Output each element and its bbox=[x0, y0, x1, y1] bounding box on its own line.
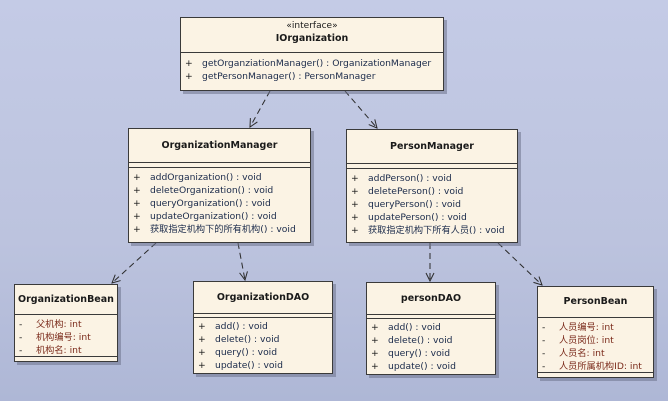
operations-compartment: +add() : void +delete() : void +query() … bbox=[194, 317, 332, 372]
operation-row: +addOrganization() : void bbox=[133, 172, 262, 183]
attribute-row: -人员编号: int bbox=[542, 322, 614, 333]
class-person-manager[interactable]: PersonManager +addPerson() : void +delet… bbox=[346, 129, 518, 243]
operation-row: +add() : void bbox=[198, 321, 268, 332]
operations-compartment: +addPerson() : void +deletePerson() : vo… bbox=[347, 168, 517, 237]
attribute-row: -父机构: int bbox=[19, 319, 82, 330]
operation-row: +获取指定机构下的所有机构() : void bbox=[133, 224, 296, 235]
attribute-row: -人员岗位: int bbox=[542, 335, 614, 346]
class-header: OrganizationDAO bbox=[194, 282, 332, 313]
attribute-row: -人员名: int bbox=[542, 348, 605, 359]
operation-row: +add() : void bbox=[371, 322, 441, 333]
operation-row: +getPersonManager() : PersonManager bbox=[185, 71, 376, 82]
class-name: PersonManager bbox=[389, 141, 474, 152]
attribute-row: -人员所属机构ID: int bbox=[542, 361, 642, 372]
class-name: OrganizationManager bbox=[161, 140, 278, 151]
operation-row: +query() : void bbox=[198, 347, 278, 358]
dependency-organizationmanager-to-organizationbean bbox=[112, 242, 157, 283]
class-name: IOrganization bbox=[275, 33, 349, 44]
operation-row: +deleteOrganization() : void bbox=[133, 185, 274, 196]
attribute-row: -机构编号: int bbox=[19, 332, 91, 343]
operation-row: +获取指定机构下所有人员() : void bbox=[351, 225, 505, 236]
operation-row: +getOrganziationManager() : Organization… bbox=[185, 58, 432, 69]
dependency-iorganization-to-personmanager bbox=[344, 90, 377, 128]
operations-compartment: +addOrganization() : void +deleteOrganiz… bbox=[129, 167, 310, 236]
class-name: personDAO bbox=[400, 293, 462, 304]
class-header: PersonBean bbox=[538, 287, 653, 317]
operation-row: +query() : void bbox=[371, 348, 451, 359]
class-organization-dao[interactable]: OrganizationDAO +add() : void +delete() … bbox=[193, 281, 333, 374]
class-iorganization[interactable]: «interface» IOrganization +getOrganziati… bbox=[180, 17, 444, 91]
operations-compartment: +getOrganziationManager() : Organization… bbox=[181, 52, 443, 83]
class-name: OrganizationBean bbox=[18, 294, 114, 305]
operation-row: +updateOrganization() : void bbox=[133, 211, 277, 222]
class-name: OrganizationDAO bbox=[216, 292, 310, 303]
class-person-bean[interactable]: PersonBean -人员编号: int -人员岗位: int -人员名: i… bbox=[537, 286, 654, 378]
class-organization-manager[interactable]: OrganizationManager +addOrganization() :… bbox=[128, 128, 311, 243]
operation-row: +queryPerson() : void bbox=[351, 199, 461, 210]
class-organization-bean[interactable]: OrganizationBean -父机构: int -机构编号: int -机… bbox=[14, 284, 118, 362]
class-person-dao[interactable]: personDAO +add() : void +delete() : void… bbox=[366, 282, 496, 375]
attributes-compartment: -人员编号: int -人员岗位: int -人员名: int -人员所属机构I… bbox=[538, 317, 653, 373]
operation-row: +updatePerson() : void bbox=[351, 212, 467, 223]
class-name: PersonBean bbox=[563, 296, 628, 307]
operation-row: +update() : void bbox=[371, 361, 456, 372]
operation-row: +delete() : void bbox=[371, 335, 453, 346]
dependency-iorganization-to-organizationmanager bbox=[250, 90, 271, 127]
class-header: PersonManager bbox=[347, 130, 517, 163]
class-stereotype: «interface» bbox=[286, 21, 338, 31]
operation-row: +deletePerson() : void bbox=[351, 186, 464, 197]
operation-row: +queryOrganization() : void bbox=[133, 198, 271, 209]
operation-row: +delete() : void bbox=[198, 334, 280, 345]
operation-row: +addPerson() : void bbox=[351, 173, 452, 184]
class-header: OrganizationManager bbox=[129, 129, 310, 162]
dependency-personmanager-to-personbean bbox=[497, 242, 542, 285]
class-header: «interface» IOrganization bbox=[181, 18, 443, 52]
attribute-row: -机构名: int bbox=[19, 345, 82, 356]
attributes-compartment: -父机构: int -机构编号: int -机构名: int bbox=[15, 314, 117, 357]
operation-row: +update() : void bbox=[198, 360, 283, 371]
operations-compartment: +add() : void +delete() : void +query() … bbox=[367, 318, 495, 373]
dependency-organizationmanager-to-organizationdao bbox=[237, 242, 245, 280]
class-header: OrganizationBean bbox=[15, 285, 117, 314]
class-header: personDAO bbox=[367, 283, 495, 314]
